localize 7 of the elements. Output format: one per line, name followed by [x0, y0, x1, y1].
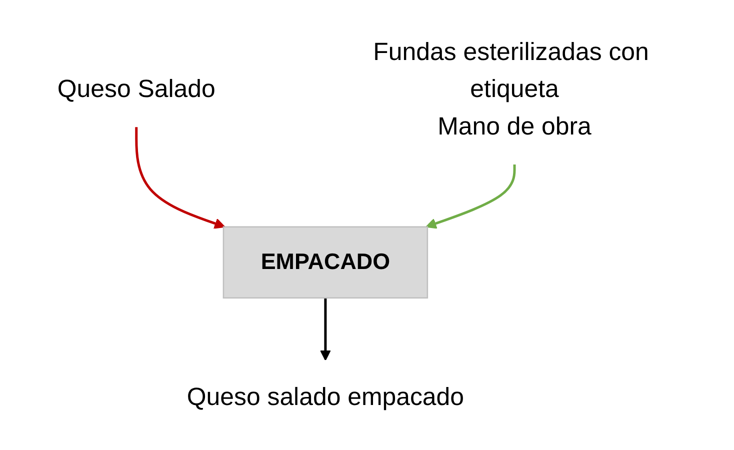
- arrow: [426, 164, 516, 229]
- text-label: Fundas esterilizadas con etiqueta Mano de obra: [373, 38, 649, 141]
- arrow: [320, 298, 331, 361]
- process-box: EMPACADO: [222, 226, 428, 299]
- arrow: [135, 127, 226, 229]
- text-label: Queso salado empacado: [186, 384, 464, 412]
- text-label: Queso Salado: [57, 76, 216, 104]
